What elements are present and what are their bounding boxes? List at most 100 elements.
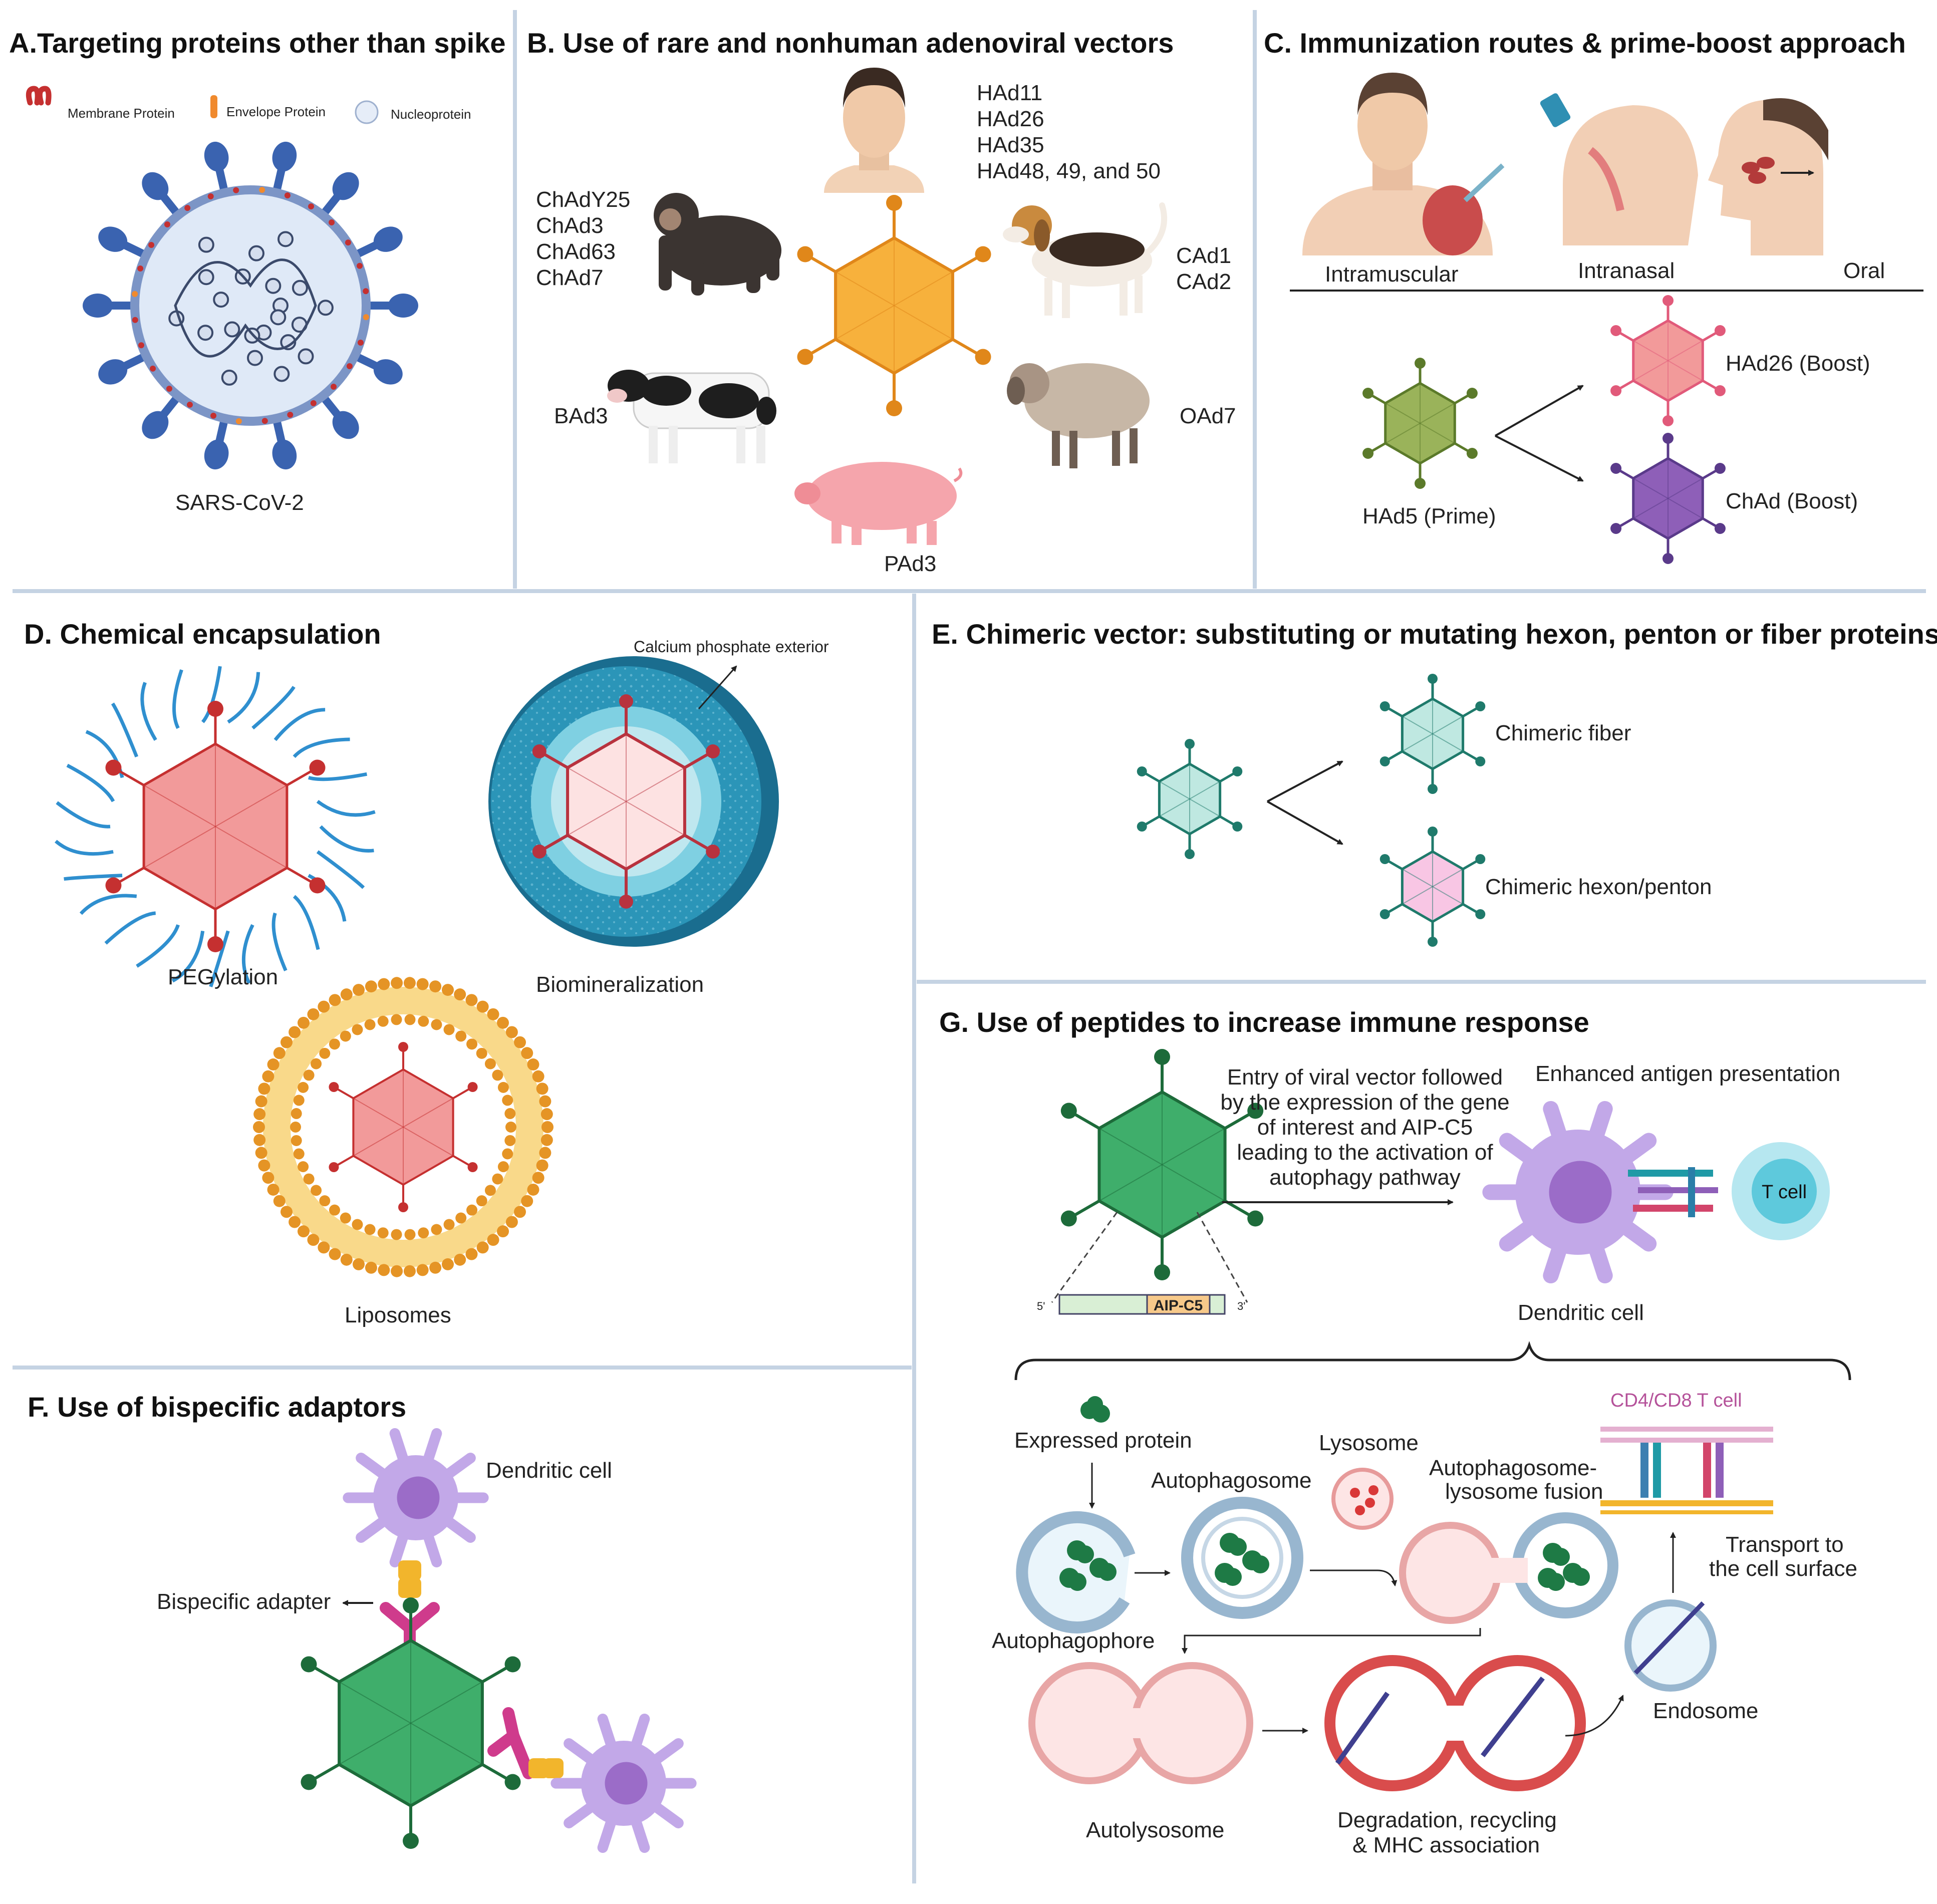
sheep-icon (1007, 363, 1150, 468)
fusion-icon (1399, 1512, 1618, 1624)
panel-b-title: B. Use of rare and nonhuman adenoviral v… (527, 27, 1174, 59)
entry-line-2: by the expression of the gene (1220, 1090, 1509, 1115)
peg-label: PEGylation (168, 965, 278, 989)
autolysosome-label: Autolysosome (1086, 1818, 1224, 1842)
autophagophore-label: Autophagophore (992, 1628, 1155, 1653)
t-cell-icon (1732, 1142, 1830, 1240)
panel-f-title: F. Use of bispecific adaptors (28, 1391, 406, 1423)
chimeric-hexon-vector-icon (1379, 827, 1486, 947)
entry-description: Entry of viral vector followed by the ex… (1220, 1065, 1509, 1190)
nucleoprotein-icon (355, 100, 379, 124)
prime-label: HAd5 (Prime) (1362, 504, 1496, 528)
dendritic-cell-icon (343, 1428, 489, 1568)
chimp-vector-3: ChAd63 (536, 239, 616, 264)
enhanced-label: Enhanced antigen presentation (1535, 1061, 1840, 1086)
transport-label-2: the cell surface (1709, 1556, 1857, 1581)
chad-boost-vector-icon (1610, 433, 1726, 564)
gene-zoom-line-right (1196, 1212, 1248, 1303)
entry-line-5: autophagy pathway (1269, 1165, 1461, 1190)
panel-f: F. Use of bispecific adaptors Dendritic … (28, 1391, 697, 1853)
panel-g-title: G. Use of peptides to increase immune re… (939, 1006, 1589, 1038)
cow-vector-label: BAd3 (554, 404, 608, 428)
transport-label-1: Transport to (1726, 1532, 1844, 1557)
cow-icon (607, 370, 776, 463)
calcium-pointer-arrow (698, 665, 737, 709)
chimp-vector-1: ChAdY25 (536, 187, 630, 212)
to-hexon-arrow (1267, 800, 1343, 845)
membrane-protein-icon (26, 86, 52, 106)
cell-surface-membrane-icon (1600, 1427, 1773, 1514)
human-vector-list: HAd11 HAd26 HAd35 HAd48, 49, and 50 (977, 81, 1161, 183)
route-label-intramuscular: Intramuscular (1325, 262, 1459, 287)
prime-to-boost1-arrow (1495, 385, 1584, 437)
panel-a-title: A.Targeting proteins other than spike (9, 27, 506, 59)
autophagosome-icon (1181, 1497, 1303, 1619)
chimeric-fiber-vector-icon (1379, 674, 1486, 794)
bispecific-adapter-2-icon (487, 1707, 564, 1779)
human-vector-2: HAd26 (977, 107, 1044, 131)
panel-d: D. Chemical encapsulation PEGylation Cal… (24, 618, 829, 1327)
panel-c: C. Immunization routes & prime-boost app… (1264, 27, 1923, 564)
had5-prime-vector-icon (1362, 358, 1478, 489)
hexon-label: Chimeric hexon/penton (1485, 875, 1712, 899)
panel-d-title: D. Chemical encapsulation (24, 618, 381, 650)
degradation-label-2: & MHC association (1352, 1833, 1540, 1857)
peg-chains-icon (55, 666, 376, 987)
five-prime-label: 5' (1037, 1300, 1045, 1312)
endosome-label: Endosome (1653, 1699, 1758, 1723)
human-vector-1: HAd11 (977, 81, 1042, 105)
legend-envelope-label: Envelope Protein (226, 104, 326, 119)
dog-vector-list: CAd1 CAd2 (1176, 243, 1231, 294)
lysosome-label: Lysosome (1319, 1431, 1419, 1455)
fiber-label: Chimeric fiber (1495, 721, 1631, 745)
expressed-protein-icon (1080, 1396, 1110, 1423)
had26-boost-vector-icon (1610, 295, 1726, 426)
entry-line-1: Entry of viral vector followed (1227, 1065, 1503, 1090)
chimp-vector-4: ChAd7 (536, 265, 604, 290)
dendritic-cell-2-icon (550, 1713, 697, 1853)
prime-to-boost2-arrow (1495, 435, 1584, 482)
boost2-label: ChAd (Boost) (1726, 489, 1858, 513)
bio-label: Biomineralization (536, 972, 704, 997)
dendritic-cell-g-icon (1482, 1101, 1674, 1284)
fusion-label-1: Autophagosome- (1429, 1456, 1597, 1480)
legend-membrane-label: Membrane Protein (68, 106, 175, 121)
aip-c5-vector-icon (1060, 1049, 1264, 1280)
panel-b: B. Use of rare and nonhuman adenoviral v… (527, 27, 1236, 576)
intranasal-route-icon (1540, 93, 1698, 245)
panel-e-title: E. Chimeric vector: substituting or muta… (932, 618, 1937, 650)
legend-nucleo-label: Nucleoprotein (391, 107, 471, 122)
to-endosome-arrow (1565, 1695, 1624, 1737)
pathway-brace (1014, 1341, 1851, 1381)
biomineral-core-vector-icon (532, 694, 720, 909)
sars-cov-2-caption: SARS-CoV-2 (175, 490, 304, 515)
cd4cd8-label: CD4/CD8 T cell (1610, 1390, 1742, 1411)
adenovirus-vector-icon (797, 195, 991, 416)
calcium-label: Calcium phosphate exterior (634, 638, 829, 656)
chimpanzee-icon (654, 193, 781, 296)
entry-line-4: leading to the activation of (1237, 1140, 1493, 1165)
chimp-vector-2: ChAd3 (536, 213, 604, 238)
to-fusion-arrow (1310, 1569, 1398, 1586)
expressed-label: Expressed protein (1014, 1428, 1192, 1453)
liposome-vector-icon (329, 1042, 478, 1212)
autophagophore-proteins-icon (1059, 1540, 1117, 1591)
panel-g: G. Use of peptides to increase immune re… (939, 1006, 1857, 1857)
panel-c-title: C. Immunization routes & prime-boost app… (1264, 27, 1906, 59)
gene-construct-icon: AIP-C5 5' 3' (1037, 1294, 1245, 1315)
panel-dividers (13, 10, 1926, 1883)
fusion-proteins-icon (1538, 1543, 1590, 1591)
tcell-label: T cell (1762, 1182, 1807, 1203)
dc-g-label: Dendritic cell (1518, 1300, 1644, 1325)
boost1-label: HAd26 (Boost) (1726, 351, 1870, 376)
adenovirus-vector-green-icon (301, 1597, 521, 1849)
oral-route-icon (1708, 98, 1828, 255)
panel-a: A.Targeting proteins other than spike Me… (9, 27, 506, 515)
pegylated-vector-icon (105, 701, 326, 952)
degradation-icon (1324, 1655, 1586, 1791)
mhc-tcr-complex-icon (1628, 1167, 1718, 1217)
three-prime-label: 3' (1237, 1300, 1245, 1312)
chimp-vector-list: ChAdY25 ChAd3 ChAd63 ChAd7 (536, 187, 630, 290)
envelope-protein-icon (210, 95, 217, 118)
